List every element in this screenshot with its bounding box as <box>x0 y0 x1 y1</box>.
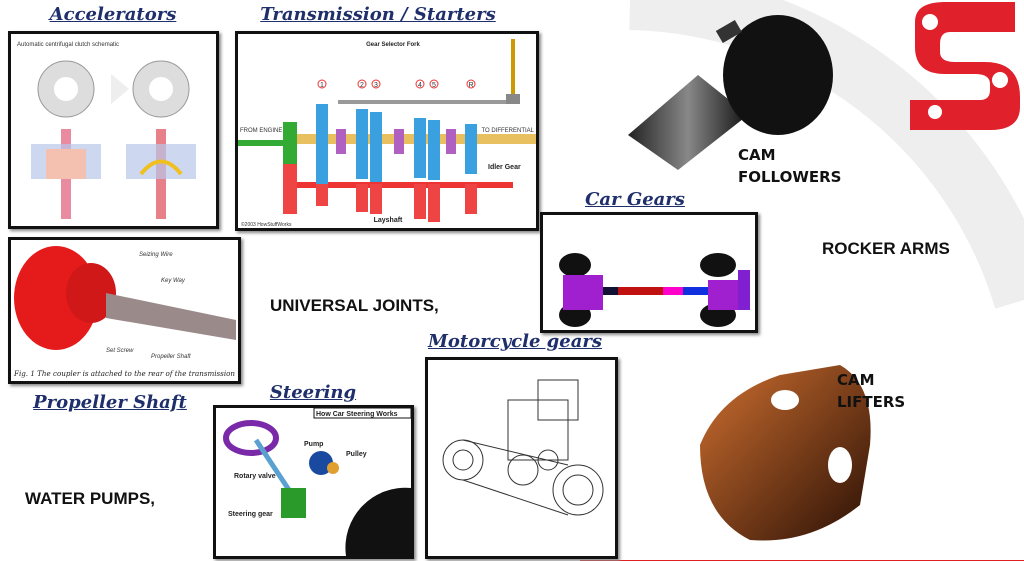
set-screw-label: Set Screw <box>106 348 134 354</box>
cam-followers-line2: FOLLOWERS <box>738 168 842 186</box>
cam-lifters-line2: LIFTERS <box>837 393 906 411</box>
steering-image: How Car Steering Works Pump Pulley Rotar… <box>213 405 414 559</box>
gear-label: 2 <box>360 82 364 89</box>
to-differential-label: TO DIFFERENTIAL <box>481 128 534 134</box>
cam-follower-image <box>628 15 833 170</box>
pulley-label: Pulley <box>346 451 367 458</box>
gear-label: 3 <box>374 82 378 89</box>
gear-label: R <box>468 82 473 89</box>
cam-followers-line1: CAM <box>738 146 776 164</box>
cam-followers-text: CAM FOLLOWERS <box>738 144 841 188</box>
propeller-shaft-label: Propeller Shaft <box>151 354 191 360</box>
gear-label: 5 <box>432 82 436 89</box>
accelerators-title: Accelerators <box>49 4 177 25</box>
steering-gear-label: Steering gear <box>228 511 273 518</box>
bearing-logo <box>910 2 1020 130</box>
seizing-wire-label: Seizing Wire <box>139 252 173 258</box>
idler-gear-label: Idler Gear <box>488 164 521 171</box>
key-way-label: Key Way <box>161 278 186 284</box>
pump-label: Pump <box>304 441 323 448</box>
background-arc <box>580 0 1024 561</box>
car-gears-image <box>540 212 758 333</box>
gear-label: 4 <box>418 82 422 89</box>
rocker-arms-text: ROCKER ARMS <box>822 239 950 258</box>
cam-lifters-text: CAM LIFTERS <box>837 369 905 413</box>
steering-title: Steering <box>269 382 357 403</box>
gear-label: 1 <box>320 82 324 89</box>
fork-label: Gear Selector Fork <box>366 42 420 48</box>
motorcycle-image <box>425 357 618 559</box>
transmission-image: 1 2 3 4 5 R Gear Selector Fork FROM ENGI… <box>235 31 539 231</box>
water-pumps-text: WATER PUMPS, <box>25 489 156 508</box>
propeller-image: Seizing Wire Key Way Set Screw Propeller… <box>8 237 241 384</box>
from-engine-label: FROM ENGINE <box>240 128 282 134</box>
cam-lifters-line1: CAM <box>837 371 875 389</box>
accelerators-image: Automatic centrifugal clutch schematic <box>8 31 219 229</box>
clutch-caption: Automatic centrifugal clutch schematic <box>17 42 119 48</box>
universal-joints-text: UNIVERSAL JOINTS, <box>270 296 439 315</box>
layshaft-label: Layshaft <box>374 217 403 224</box>
motorcycle-title: Motorcycle gears <box>428 331 602 352</box>
steering-header: How Car Steering Works <box>316 411 398 418</box>
transmission-title: Transmission / Starters <box>260 4 496 25</box>
copyright: ©2003 HowStuffWorks <box>241 221 292 228</box>
cam-lifter-image <box>700 365 871 541</box>
car-gears-title: Car Gears <box>585 189 685 210</box>
propeller-caption: Fig. 1 The coupler is attached to the re… <box>13 369 235 378</box>
rotary-valve-label: Rotary valve <box>234 473 276 480</box>
propeller-title: Propeller Shaft <box>33 392 187 413</box>
